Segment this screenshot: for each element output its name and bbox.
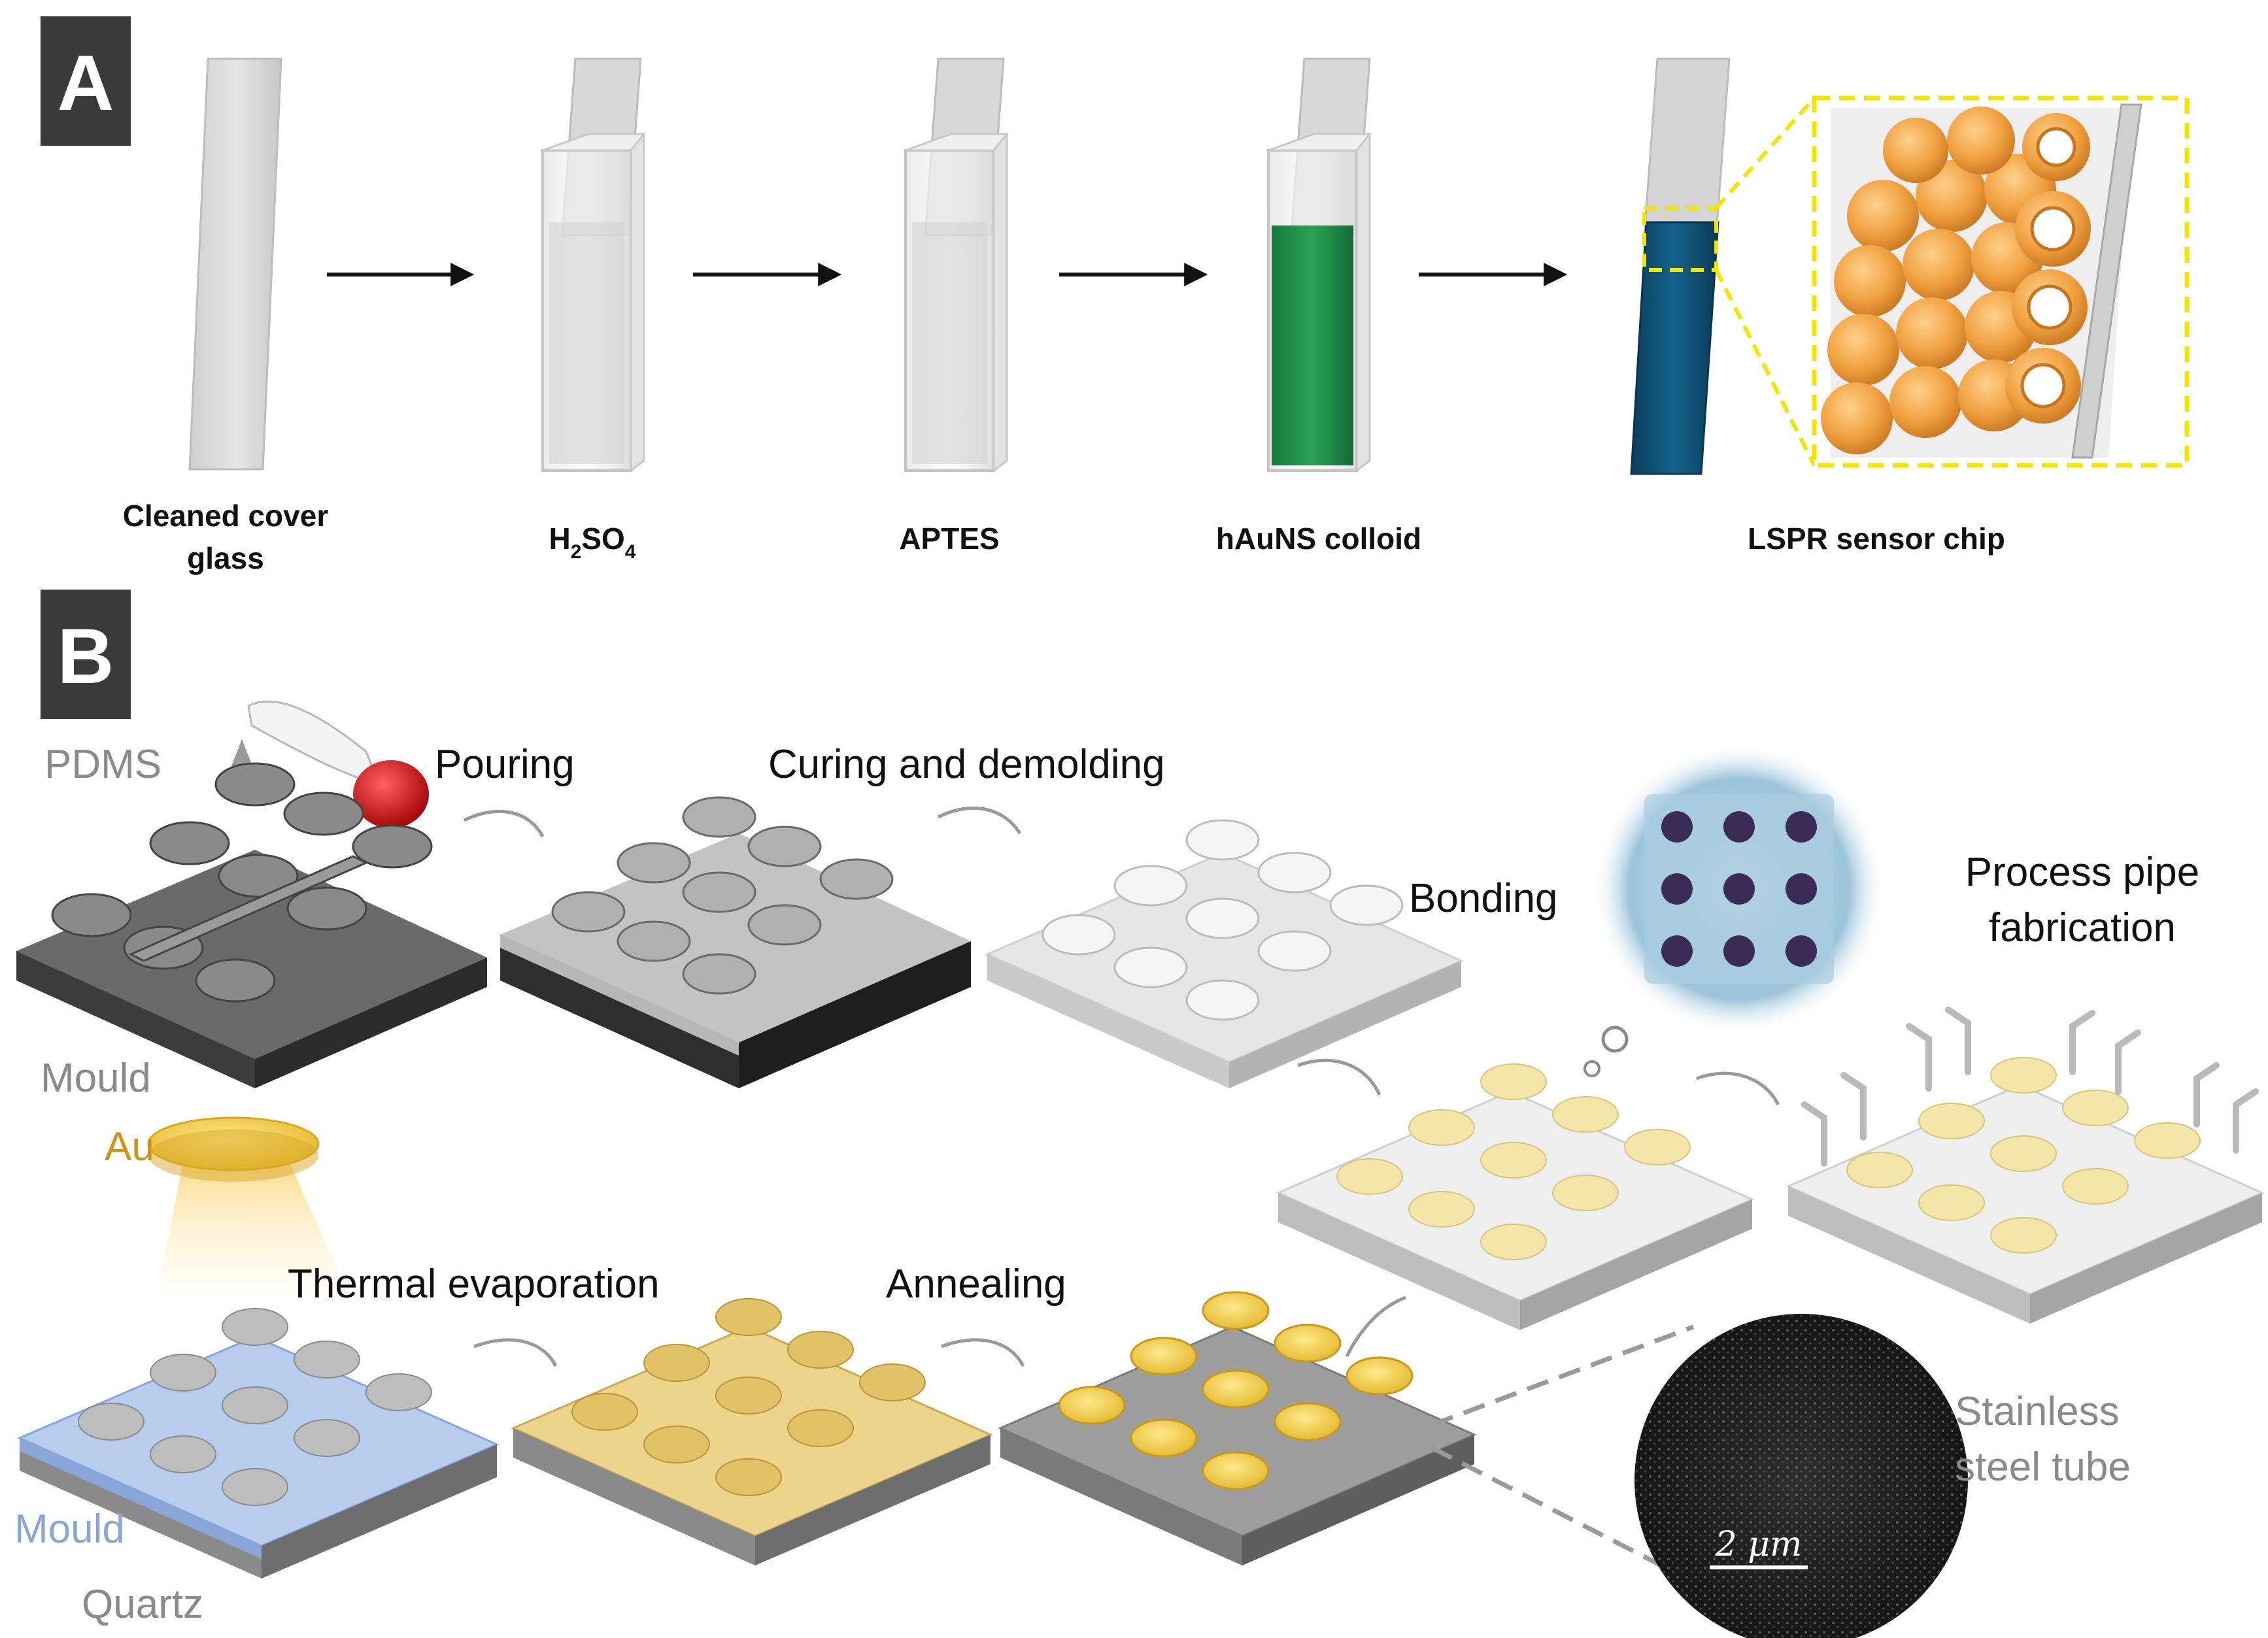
label-mould-top: Mould <box>41 1056 151 1101</box>
cover-glass-slide <box>188 58 282 471</box>
label-hauns-colloid: hAuNS colloid <box>1216 522 1421 556</box>
label-pouring: Pouring <box>435 742 575 787</box>
label-aptes: APTES <box>899 522 999 556</box>
scale-bar-label: 2 μm <box>1715 1525 1803 1564</box>
demolded-pdms-chip <box>985 819 1464 1088</box>
process-arrows-row1 <box>463 806 1780 1367</box>
label-lspr-sensor-chip: LSPR sensor chip <box>1748 522 2005 556</box>
blue-mould-on-quartz <box>17 1308 499 1579</box>
sem-inset: 2 μm <box>1430 1314 1968 1638</box>
label-process-pipe-line1: Process pipe <box>1965 850 2199 895</box>
panel-b-badge <box>41 590 131 719</box>
lspr-sensor-chip <box>1630 58 1816 475</box>
panel-a-badge <box>41 16 131 146</box>
bonding-chip-photo <box>1583 742 1886 1077</box>
zoom-inset-nanoshells <box>1812 95 2190 468</box>
bonded-chip <box>1276 1063 1755 1330</box>
annealed-gold-discs <box>998 1291 1477 1565</box>
label-stainless-line2: steel tube <box>1955 1445 2131 1490</box>
panel-a: A <box>41 16 2190 575</box>
label-bonding: Bonding <box>1409 876 1558 921</box>
cuvette-aptes <box>904 58 1009 473</box>
label-curing-demolding: Curing and demolding <box>768 742 1165 787</box>
label-annealing: Annealing <box>886 1262 1066 1307</box>
label-au: Au <box>105 1124 154 1169</box>
label-stainless-line1: Stainless <box>1955 1389 2120 1434</box>
panel-b-badge-letter: B <box>58 612 114 700</box>
panel-a-badge-letter: A <box>58 39 114 127</box>
label-cleaned-cover-line1: Cleaned cover <box>123 499 329 533</box>
zoom-source-box <box>1642 206 1718 272</box>
label-quartz: Quartz <box>82 1582 203 1627</box>
gold-coated-mould <box>511 1298 993 1565</box>
au-evaporation-source <box>147 1116 350 1297</box>
label-pdms: PDMS <box>44 742 161 787</box>
panel-b: B <box>14 590 2265 1638</box>
label-process-pipe-line2: fabrication <box>1989 905 2176 950</box>
cuvette-h2so4 <box>541 58 647 473</box>
cuvette-hauns-colloid <box>1267 58 1372 473</box>
label-h2so4: H2SO4 <box>549 522 635 563</box>
label-mould-bottom: Mould <box>14 1507 125 1552</box>
pdms-mould-plate <box>16 762 487 1088</box>
label-thermal-evaporation: Thermal evaporation <box>288 1262 660 1307</box>
chip-with-pipes <box>1786 1007 2265 1324</box>
pdms-poured-plate <box>500 796 971 1088</box>
label-cleaned-cover-line2: glass <box>187 541 264 575</box>
